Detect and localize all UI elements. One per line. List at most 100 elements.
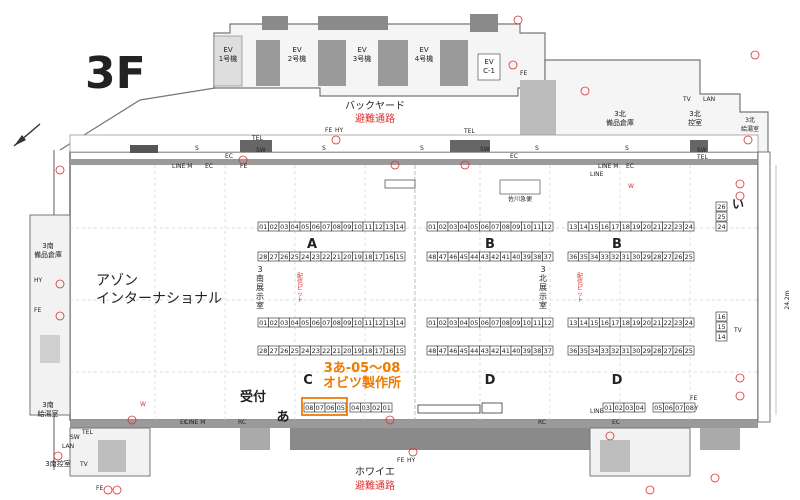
booth-number: 31 [622, 253, 630, 261]
booth-A_mid-15[interactable] [394, 251, 406, 262]
fe-label-bot-left: FE [96, 485, 103, 492]
booth-number: 05 [470, 319, 478, 327]
linem-label-right: LINE M [598, 163, 618, 170]
hy-label-foyer: HY [407, 457, 416, 464]
facility-labels: FE HY TEL SW EC S S S S S TEL SW EC LINE… [34, 70, 743, 492]
tv-label-bl: TV [79, 461, 89, 468]
s-label-5: S [625, 145, 629, 152]
booth-number: 29 [643, 347, 651, 355]
booth-number: 01 [383, 404, 391, 412]
elevator-4-name: EV [419, 46, 428, 54]
zone-a: あ [276, 410, 289, 425]
booth-B2_mid-25[interactable] [683, 251, 695, 262]
booth-i_col2-15[interactable] [715, 321, 728, 332]
booth-number: 10 [354, 223, 362, 231]
booth-right_bottom-04[interactable] [634, 402, 646, 413]
booth-number: 23 [674, 319, 682, 327]
booth-number: 12 [544, 319, 552, 327]
booth-B1_mid-37[interactable] [542, 251, 554, 262]
booth-D2_bot-25[interactable] [683, 345, 695, 356]
booth-number: 37 [544, 253, 552, 261]
booth-i_col1-24[interactable] [715, 221, 728, 232]
booth-number: 25 [685, 253, 693, 261]
booth-i_col1-26[interactable] [715, 201, 728, 212]
zone-B-right: B [612, 237, 622, 252]
booth-a_row2-01[interactable] [381, 402, 393, 413]
lan-label-north: LAN [703, 96, 715, 103]
booth-number: 19 [632, 319, 640, 327]
booth-C_bot-15[interactable] [394, 345, 406, 356]
booth-number: 16 [601, 319, 609, 327]
booth-number: 24 [301, 347, 309, 355]
booth-number: 19 [354, 253, 362, 261]
s-label-1: S [195, 145, 199, 152]
booth-number: 01 [428, 319, 436, 327]
top-stair-block-2 [262, 16, 288, 30]
booth-i_col2-14[interactable] [715, 331, 728, 342]
booth-number: 16 [385, 347, 393, 355]
sagawa-label: 佐川急便 [508, 195, 532, 203]
zone-i: い [732, 197, 744, 211]
line-label-top: LINE M [172, 163, 192, 170]
north-stair [520, 80, 556, 140]
booth-number: 21 [653, 319, 661, 327]
highlight-label-line1: 3あ-05～08 [324, 361, 401, 376]
zone-A: A [307, 237, 317, 252]
booth-number: 01 [259, 223, 267, 231]
booth-number: 11 [364, 223, 372, 231]
booth-number: 30 [632, 253, 640, 261]
booth-number: 31 [622, 347, 630, 355]
booth-number: 08 [333, 319, 341, 327]
booth-number: 35 [580, 347, 588, 355]
booth-C_top-14[interactable] [394, 317, 406, 328]
booth-number: 10 [523, 319, 531, 327]
elevator-labels: EV 1号機 EV 2号機 EV 3号機 EV 4号機 EV C-1 [219, 46, 501, 81]
booth-B2_top-24[interactable] [683, 221, 695, 232]
ec-label-left: EC [205, 163, 213, 170]
booth-a_row1-05[interactable] [335, 402, 347, 413]
sw-label-north: SW [697, 147, 707, 154]
tv-label-north: TV [682, 96, 692, 103]
booth-number: 17 [611, 223, 619, 231]
elevator-c1-sub: C-1 [483, 67, 495, 75]
booth-number: 20 [643, 223, 651, 231]
south-storage-label: 3南備品倉庫 [34, 241, 62, 259]
haishin-pit-right: 配信ピット [577, 273, 583, 304]
booth-number: 17 [375, 253, 383, 261]
booth-number: 08 [502, 319, 510, 327]
haishin-pit-left: 配信ピット [297, 273, 303, 304]
booth-D1_top-12[interactable] [542, 317, 554, 328]
booth-number: 43 [481, 253, 489, 261]
sw-label-bl: SW [70, 434, 80, 441]
booth-i_col2-16[interactable] [715, 311, 728, 322]
booth-number: 30 [632, 347, 640, 355]
booth-number: 15 [396, 253, 404, 261]
hy-label: HY [335, 127, 344, 134]
booth-B1_top-12[interactable] [542, 221, 554, 232]
ec-label-right: EC [626, 163, 634, 170]
booth-number: 41 [502, 347, 510, 355]
booth-D1_bot-37[interactable] [542, 345, 554, 356]
booth-number: 02 [372, 404, 380, 412]
booth-number: 02 [270, 319, 278, 327]
booth-number: 01 [604, 404, 612, 412]
main-hall [69, 151, 759, 421]
booth-number: 17 [375, 347, 383, 355]
booth-D2_top-24[interactable] [683, 317, 695, 328]
booth-number: 25 [717, 213, 725, 221]
booth-number: 05 [301, 319, 309, 327]
booth-number: 19 [632, 223, 640, 231]
booth-number: 47 [439, 253, 447, 261]
booth-number: 32 [611, 347, 619, 355]
top-stair-block-3 [470, 14, 498, 32]
booth-number: 21 [333, 253, 341, 261]
booth-number: 09 [343, 223, 351, 231]
booth-number: 45 [460, 253, 468, 261]
booth-right_bottom2-08[interactable] [684, 402, 696, 413]
booth-A_top-14[interactable] [394, 221, 406, 232]
booth-number: 11 [533, 223, 541, 231]
booth-i_col1-25[interactable] [715, 211, 728, 222]
booth-number: 04 [351, 404, 359, 412]
lan-label-bl: LAN [62, 443, 74, 450]
booth-number: 05 [301, 223, 309, 231]
